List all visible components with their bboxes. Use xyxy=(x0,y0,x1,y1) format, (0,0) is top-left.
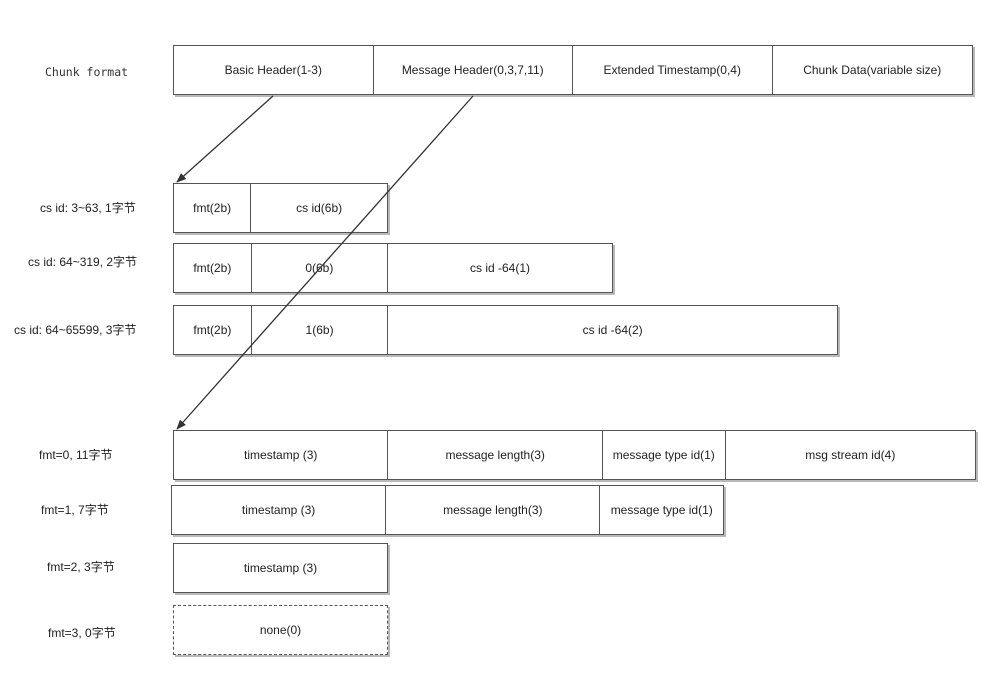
fmt0-row: timestamp (3) message length(3) message … xyxy=(173,430,976,480)
extended-timestamp-field: Extended Timestamp(0,4) xyxy=(573,46,773,94)
fmt2-row: timestamp (3) xyxy=(173,543,388,593)
cs-id-field: cs id(6b) xyxy=(296,201,343,215)
basic-header-arrow xyxy=(176,95,274,183)
message-type-id-field: message type id(1) xyxy=(610,503,713,517)
message-length-field: message length(3) xyxy=(386,486,601,534)
timestamp-field: timestamp (3) xyxy=(172,486,387,534)
message-type-id-field: message type id(1) xyxy=(603,431,726,479)
basic-header-2-row: fmt(2b) 0(6b) cs id -64(1) xyxy=(173,243,613,293)
basic-header-field: Basic Header(1-3) xyxy=(174,46,374,94)
fmt-field: fmt(2b) xyxy=(174,184,252,232)
basic-header-3-row: fmt(2b) 1(6b) cs id -64(2) xyxy=(173,305,838,355)
basic-header-3-label: cs id: 64~65599, 3字节 xyxy=(14,323,137,337)
cs-id-marker-field: 1(6b) xyxy=(252,306,389,354)
chunk-data-field: Chunk Data(variable size) xyxy=(803,63,942,77)
chunk-format-label: Chunk format xyxy=(45,65,129,79)
basic-header-1-label: cs id: 3~63, 1字节 xyxy=(40,201,136,215)
basic-header-1-row: fmt(2b) cs id(6b) xyxy=(173,183,388,233)
cs-id-marker-field: 0(6b) xyxy=(252,244,389,292)
chunk-format-row: Basic Header(1-3) Message Header(0,3,7,1… xyxy=(173,45,973,95)
timestamp-field: timestamp (3) xyxy=(243,561,318,575)
message-length-field: message length(3) xyxy=(388,431,603,479)
basic-header-2-label: cs id: 64~319, 2字节 xyxy=(28,255,138,269)
fmt1-row: timestamp (3) message length(3) message … xyxy=(171,485,724,535)
msg-stream-id-field: msg stream id(4) xyxy=(805,448,896,462)
fmt2-label: fmt=2, 3字节 xyxy=(47,560,115,574)
fmt-field: fmt(2b) xyxy=(174,306,252,354)
timestamp-field: timestamp (3) xyxy=(174,431,389,479)
fmt0-label: fmt=0, 11字节 xyxy=(39,448,113,462)
none-field: none(0) xyxy=(259,623,302,637)
cs-id-extra-field: cs id -64(2) xyxy=(582,323,643,337)
fmt3-label: fmt=3, 0字节 xyxy=(48,626,116,640)
fmt1-label: fmt=1, 7字节 xyxy=(41,503,109,517)
fmt3-row: none(0) xyxy=(173,605,388,655)
message-header-field: Message Header(0,3,7,11) xyxy=(374,46,573,94)
fmt-field: fmt(2b) xyxy=(174,244,252,292)
cs-id-extra-field: cs id -64(1) xyxy=(469,261,531,275)
